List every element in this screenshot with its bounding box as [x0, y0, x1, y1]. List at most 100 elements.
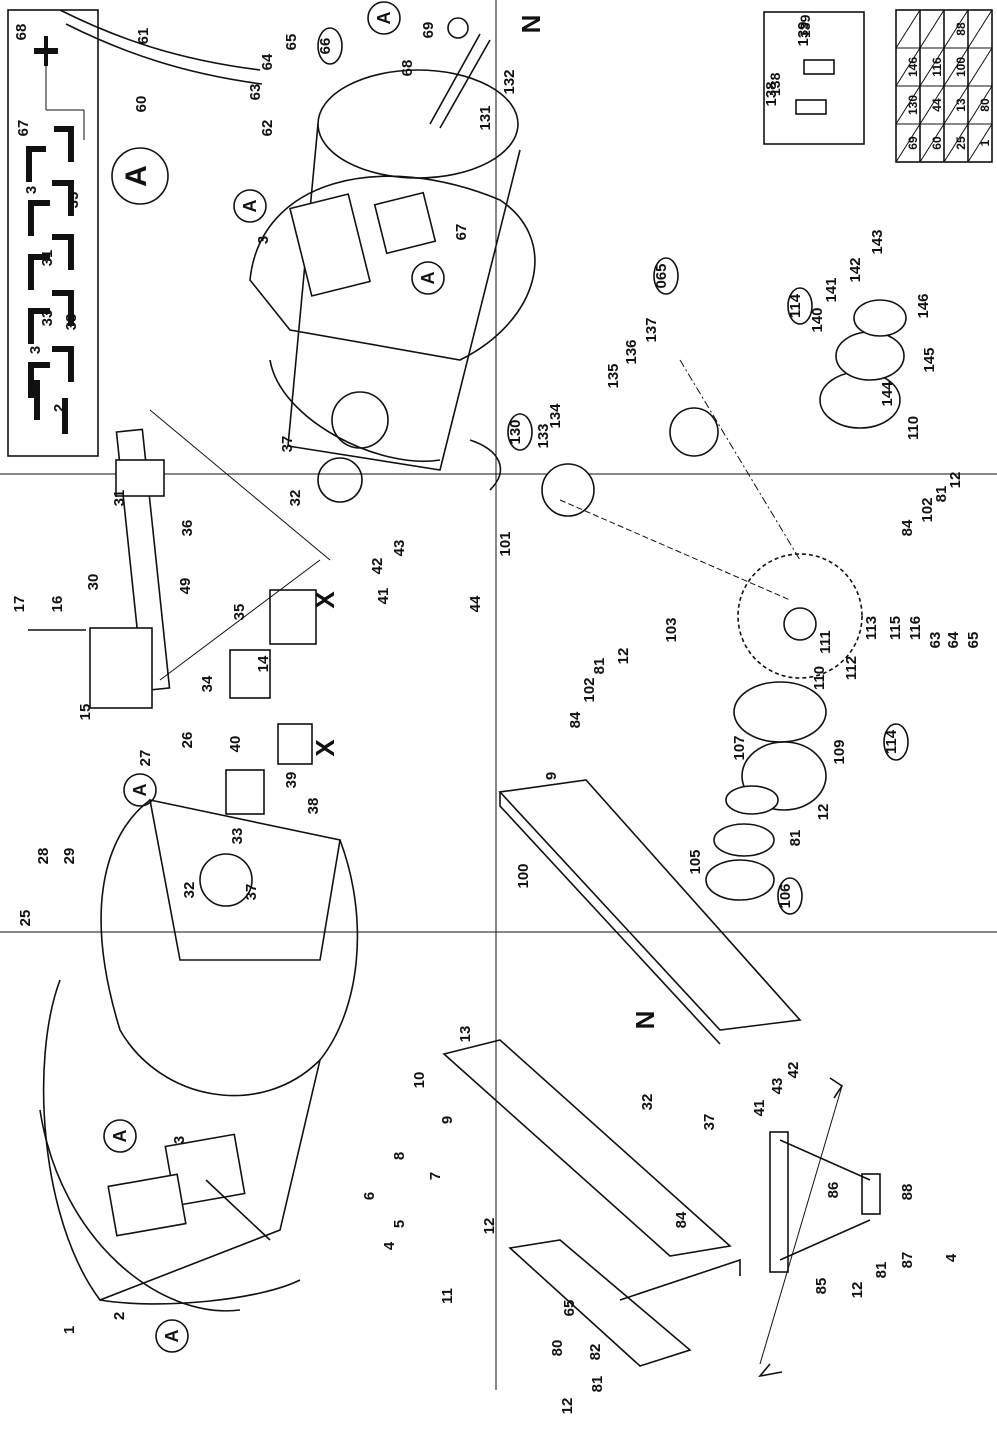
- callout-c43: 43: [391, 540, 408, 557]
- table-cell: 116: [930, 57, 944, 77]
- callout-c80: 80: [549, 1340, 566, 1357]
- callout-c130: 130: [507, 419, 524, 444]
- callout-c110b: 110: [905, 416, 922, 440]
- callout-c16: 16: [49, 596, 66, 613]
- callout-c32b: 32: [181, 882, 198, 899]
- callout-c39: 39: [283, 772, 300, 789]
- callout-c81d: 81: [787, 830, 804, 847]
- callout-c37b: 37: [243, 884, 260, 901]
- callout-c34: 34: [199, 675, 216, 692]
- callout-c106: 106: [777, 883, 794, 908]
- callout-c13: 13: [457, 1026, 474, 1043]
- callout-c49: 49: [177, 578, 194, 595]
- circled-letter-a2: A: [240, 200, 260, 213]
- callout-c86: 86: [825, 1182, 842, 1199]
- callout-c29: 29: [61, 848, 78, 865]
- callout-c105: 105: [687, 849, 704, 874]
- circled-letter-a4: A: [130, 784, 150, 797]
- callout-c44: 44: [467, 595, 484, 612]
- callout-c1: 1: [61, 1326, 78, 1334]
- callout-c144: 144: [879, 381, 896, 407]
- callout-c63b: 63: [927, 632, 944, 649]
- callout-c35b: 35: [231, 604, 248, 621]
- callout-c2b: 2: [111, 1312, 128, 1320]
- callout-c109: 109: [831, 739, 848, 764]
- circled-letter-a5: A: [110, 1130, 130, 1143]
- callout-c6: 6: [361, 1192, 378, 1200]
- callout-c131: 131: [477, 105, 494, 130]
- table-cell: 146: [906, 57, 920, 77]
- reference-lines: [0, 0, 997, 1390]
- circle-a3: [411, 261, 445, 295]
- callout-c102a: 102: [581, 677, 598, 702]
- circle-o66: [317, 27, 343, 65]
- callout-c2a: 2: [51, 404, 68, 412]
- callout-c43b: 43: [769, 1078, 786, 1095]
- callout-c33a: 33: [39, 310, 56, 327]
- callout-c31b: 31: [111, 490, 128, 507]
- callout-c41b: 41: [751, 1100, 768, 1117]
- callout-c7: 7: [427, 1172, 444, 1180]
- callout-c101: 101: [497, 531, 514, 556]
- callout-c115: 115: [887, 616, 904, 640]
- section-letter-x1: X: [310, 591, 340, 609]
- callout-c9a: 9: [543, 772, 560, 780]
- upper-auger: [249, 17, 536, 503]
- table-cell: 44: [930, 98, 944, 112]
- callout-c114a: 114: [883, 729, 900, 754]
- table-cell: 25: [954, 136, 968, 150]
- callout-c81c: 81: [591, 658, 608, 675]
- callout-c65a: 65: [283, 34, 300, 51]
- callout-c3b: 3: [27, 346, 44, 354]
- circled-letter-a6: A: [162, 1330, 182, 1343]
- callout-c111: 111: [817, 630, 834, 653]
- callout-c12c: 12: [849, 1282, 866, 1299]
- circled-letter-a1: A: [374, 12, 394, 25]
- table-cell: 130: [906, 95, 920, 115]
- callout-c12b: 12: [559, 1398, 576, 1415]
- section-letter-nTop: N: [516, 15, 546, 34]
- callout-c134: 134: [547, 403, 564, 429]
- callout-c138: 138: [763, 81, 780, 106]
- callout-c12a: 12: [481, 1218, 498, 1235]
- callout-c67b: 67: [453, 224, 470, 241]
- callout-c133: 133: [535, 423, 552, 448]
- callout-c35: 35: [65, 192, 82, 209]
- callout-c5: 5: [391, 1220, 408, 1228]
- table-cell: 69: [906, 136, 920, 150]
- callout-c9b: 9: [439, 1116, 456, 1124]
- callout-c41: 41: [375, 588, 392, 605]
- circle-a1: [367, 1, 401, 35]
- callout-c15: 15: [77, 704, 94, 721]
- callout-c145: 145: [921, 347, 938, 372]
- lower-auger: [39, 798, 359, 1312]
- callout-c87: 87: [899, 1252, 916, 1269]
- channel-100: [498, 779, 802, 1045]
- callout-c42: 42: [369, 558, 386, 575]
- circle-a5: [103, 1119, 137, 1153]
- circle-o065: [653, 257, 679, 295]
- callout-c4a: 4: [381, 1241, 398, 1250]
- callout-c64b: 64: [945, 631, 962, 648]
- table-cell: 1: [978, 139, 992, 146]
- circle-o106: [777, 877, 803, 915]
- callout-c116: 116: [907, 616, 924, 640]
- callout-c132: 132: [501, 69, 518, 94]
- callout-c26: 26: [179, 732, 196, 749]
- callout-c82: 82: [587, 1344, 604, 1361]
- callout-c110a: 110: [811, 666, 828, 690]
- callout-c137: 137: [643, 317, 660, 342]
- callout-c3a: 3: [23, 186, 40, 194]
- callout-c65b: 65: [561, 1300, 578, 1317]
- callout-c17: 17: [11, 596, 28, 613]
- sprockets: [541, 299, 907, 901]
- table-cell: 60: [930, 136, 944, 150]
- inset-label-139: 139: [797, 14, 813, 38]
- callout-c63: 63: [247, 84, 264, 101]
- callout-c100: 100: [515, 863, 532, 888]
- circle-a2: [233, 189, 267, 223]
- callout-c81b: 81: [873, 1262, 890, 1279]
